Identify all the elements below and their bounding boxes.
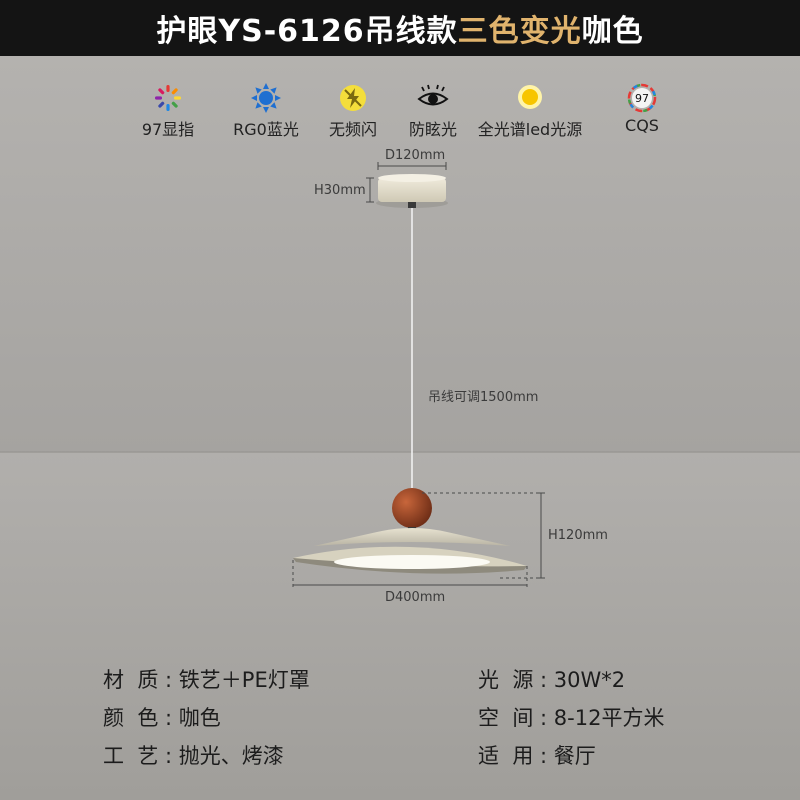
feature-label: 97显指 xyxy=(141,120,195,139)
lamp-diameter-label: D400mm xyxy=(385,590,446,605)
canopy-height-label: H30mm xyxy=(314,183,366,198)
title-highlight: 三色变光 xyxy=(457,14,582,49)
spec-key: 空 间 xyxy=(478,706,534,730)
wood-ball xyxy=(392,488,432,535)
feature-label: 无频闪 xyxy=(328,120,377,139)
canopy xyxy=(376,174,448,208)
sun-icon xyxy=(251,83,281,113)
feature-label: 全光谱led光源 xyxy=(477,120,583,139)
title-suffix: 咖色 xyxy=(581,14,644,49)
title-bar: 护眼YS-6126吊线款三色变光咖色 xyxy=(0,0,800,56)
canopy-diameter-label: D120mm xyxy=(385,148,446,163)
feature-color-rendering: 97显指 xyxy=(103,82,233,140)
feature-label: 防眩光 xyxy=(408,120,457,139)
spec-value: 30W*2 xyxy=(553,668,626,692)
spec-value: 咖色 xyxy=(178,706,221,730)
eye-icon xyxy=(417,84,449,106)
cqs-97-icon: 97 xyxy=(627,83,657,113)
cable-length-label: 吊线可调1500mm xyxy=(428,390,539,405)
feature-label: RG0蓝光 xyxy=(233,120,299,139)
page-title: 护眼YS-6126吊线款三色变光咖色 xyxy=(156,6,643,50)
spec-key: 工 艺 xyxy=(103,744,159,768)
spec-power: 光 源 : 30W*2 xyxy=(478,664,625,694)
lamp-height-label: H120mm xyxy=(548,528,608,543)
feature-no-flicker: 无频闪 xyxy=(288,82,418,140)
feature-label: CQS xyxy=(625,116,659,135)
spec-key: 颜 色 xyxy=(103,706,159,730)
spec-color: 颜 色 : 咖色 xyxy=(103,702,221,732)
spec-key: 材 质 xyxy=(103,668,159,692)
spec-value: 抛光、烤漆 xyxy=(178,744,284,768)
dimension-guides xyxy=(292,162,545,589)
title-prefix: 护眼YS-6126吊线款 xyxy=(156,14,458,49)
no-flicker-icon xyxy=(340,85,366,111)
feature-blue-light: RG0蓝光 xyxy=(201,82,331,140)
lamp-shade xyxy=(293,528,527,574)
cqs-badge: 97 xyxy=(635,92,649,105)
feature-full-spectrum: 全光谱led光源 xyxy=(465,82,595,140)
spec-usage: 适 用 : 餐厅 xyxy=(478,740,596,770)
spec-space: 空 间 : 8-12平方米 xyxy=(478,702,664,732)
spec-craft: 工 艺 : 抛光、烤漆 xyxy=(103,740,284,770)
bulb-glow-icon xyxy=(518,85,542,109)
spec-key: 适 用 xyxy=(478,744,534,768)
spec-key: 光 源 xyxy=(478,668,534,692)
feature-cqs: 97 CQS xyxy=(577,82,707,135)
feature-anti-glare: 防眩光 xyxy=(368,82,498,140)
color-wheel-icon xyxy=(155,85,181,111)
spec-value: 铁艺＋PE灯罩 xyxy=(178,668,310,692)
spec-value: 餐厅 xyxy=(553,744,596,768)
spec-material: 材 质 : 铁艺＋PE灯罩 xyxy=(103,664,310,694)
feature-row: 97显指 RG0蓝光 无频闪 xyxy=(0,82,800,142)
spec-value: 8-12平方米 xyxy=(553,706,665,730)
